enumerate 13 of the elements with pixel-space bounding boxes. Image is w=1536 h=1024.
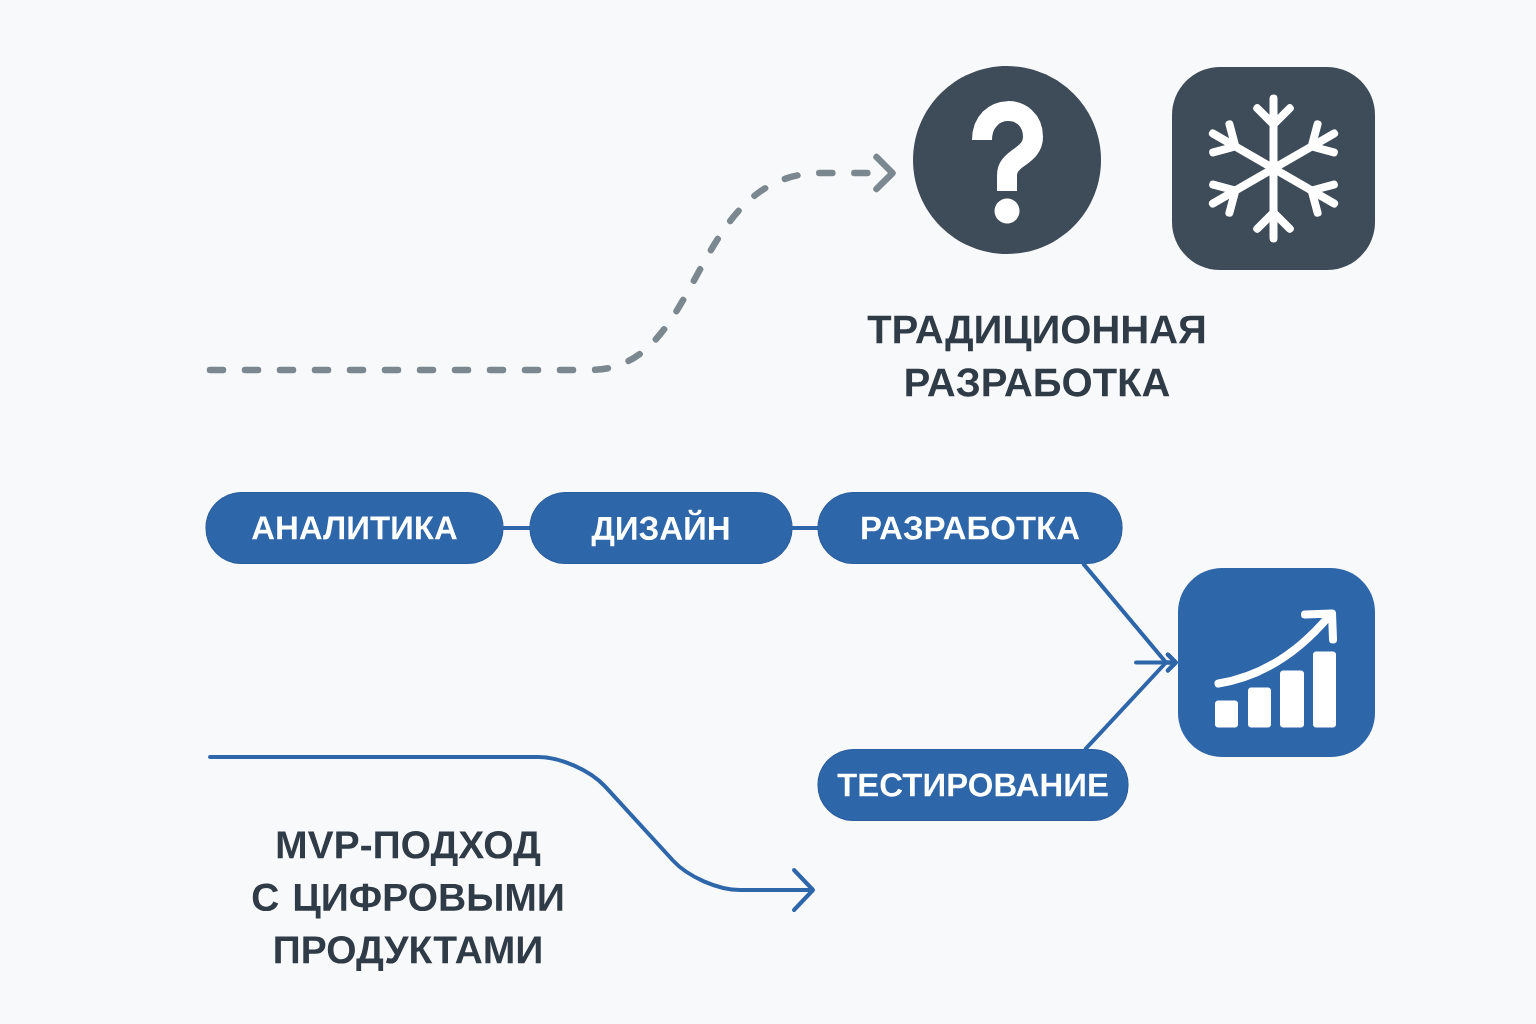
section-label: MVP-ПОДХОД С ЦИФРОВЫМИ ПРОДУКТАМИ — [252, 831, 563, 971]
arrow — [1083, 652, 1178, 751]
dashed-arrow — [206, 153, 896, 374]
step-pill: ТЕСТИРОВАНИЕ — [817, 748, 1129, 822]
step-pill: РАЗРАБОТКА — [817, 491, 1123, 565]
question-mark-icon — [913, 66, 1101, 254]
section-label: ТРАДИЦИОННАЯ РАЗРАБОТКА — [867, 315, 1205, 397]
step-pill: АНАЛИТИКА — [205, 491, 504, 565]
step-pill: ДИЗАЙН — [529, 491, 793, 565]
bar-chart-icon — [1178, 568, 1375, 757]
snowflake-icon — [1172, 67, 1375, 270]
connector-line — [790, 526, 820, 530]
connector-line — [501, 526, 532, 530]
